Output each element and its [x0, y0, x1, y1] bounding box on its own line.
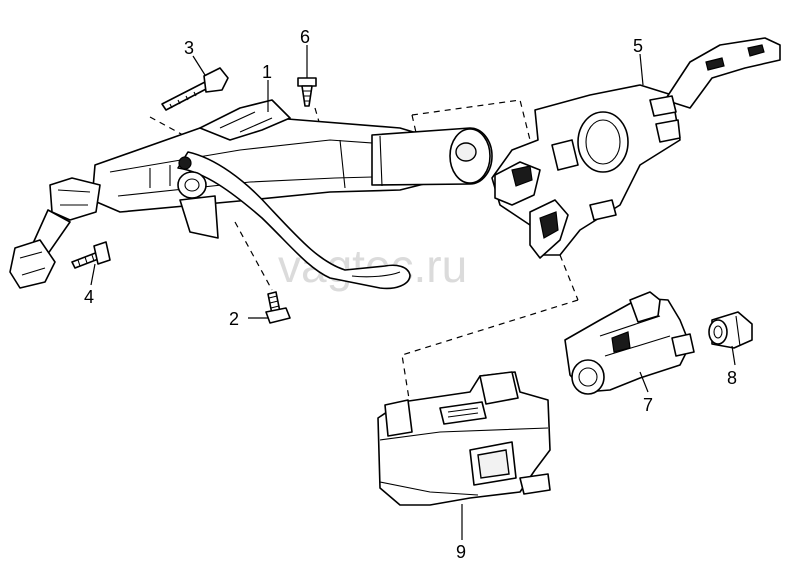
ignition-lock-housing-7 [564, 291, 695, 395]
callout-6: 6 [300, 27, 310, 47]
leader-8 [731, 345, 736, 366]
lock-cylinder-8 [708, 311, 753, 349]
bolt-4 [71, 241, 111, 269]
dash-bolt2-to-column [234, 221, 273, 291]
bolt-3 [161, 67, 229, 111]
callout-labels: 1 2 3 4 5 6 7 8 9 [84, 27, 737, 562]
leader-4 [90, 263, 96, 286]
leader-3 [192, 55, 206, 76]
callout-1: 1 [262, 62, 272, 82]
dash-bolt3-to-column [149, 116, 184, 136]
dash-column-to-switch5 [411, 99, 531, 141]
callout-7: 7 [643, 395, 653, 415]
callout-4: 4 [84, 287, 94, 307]
leader-5 [639, 53, 644, 86]
callout-3: 3 [184, 38, 194, 58]
leader-lines [90, 45, 736, 540]
screw-6 [297, 77, 317, 107]
dash-switch5-to-lock7 [559, 254, 579, 301]
callout-9: 9 [456, 542, 466, 562]
steering-column [9, 99, 493, 290]
control-module-9 [377, 371, 551, 506]
leader-7 [639, 371, 649, 393]
callout-5: 5 [633, 36, 643, 56]
combination-switch-5 [491, 37, 781, 259]
callout-2: 2 [229, 309, 239, 329]
callout-8: 8 [727, 368, 737, 388]
bolt-2 [265, 291, 291, 324]
